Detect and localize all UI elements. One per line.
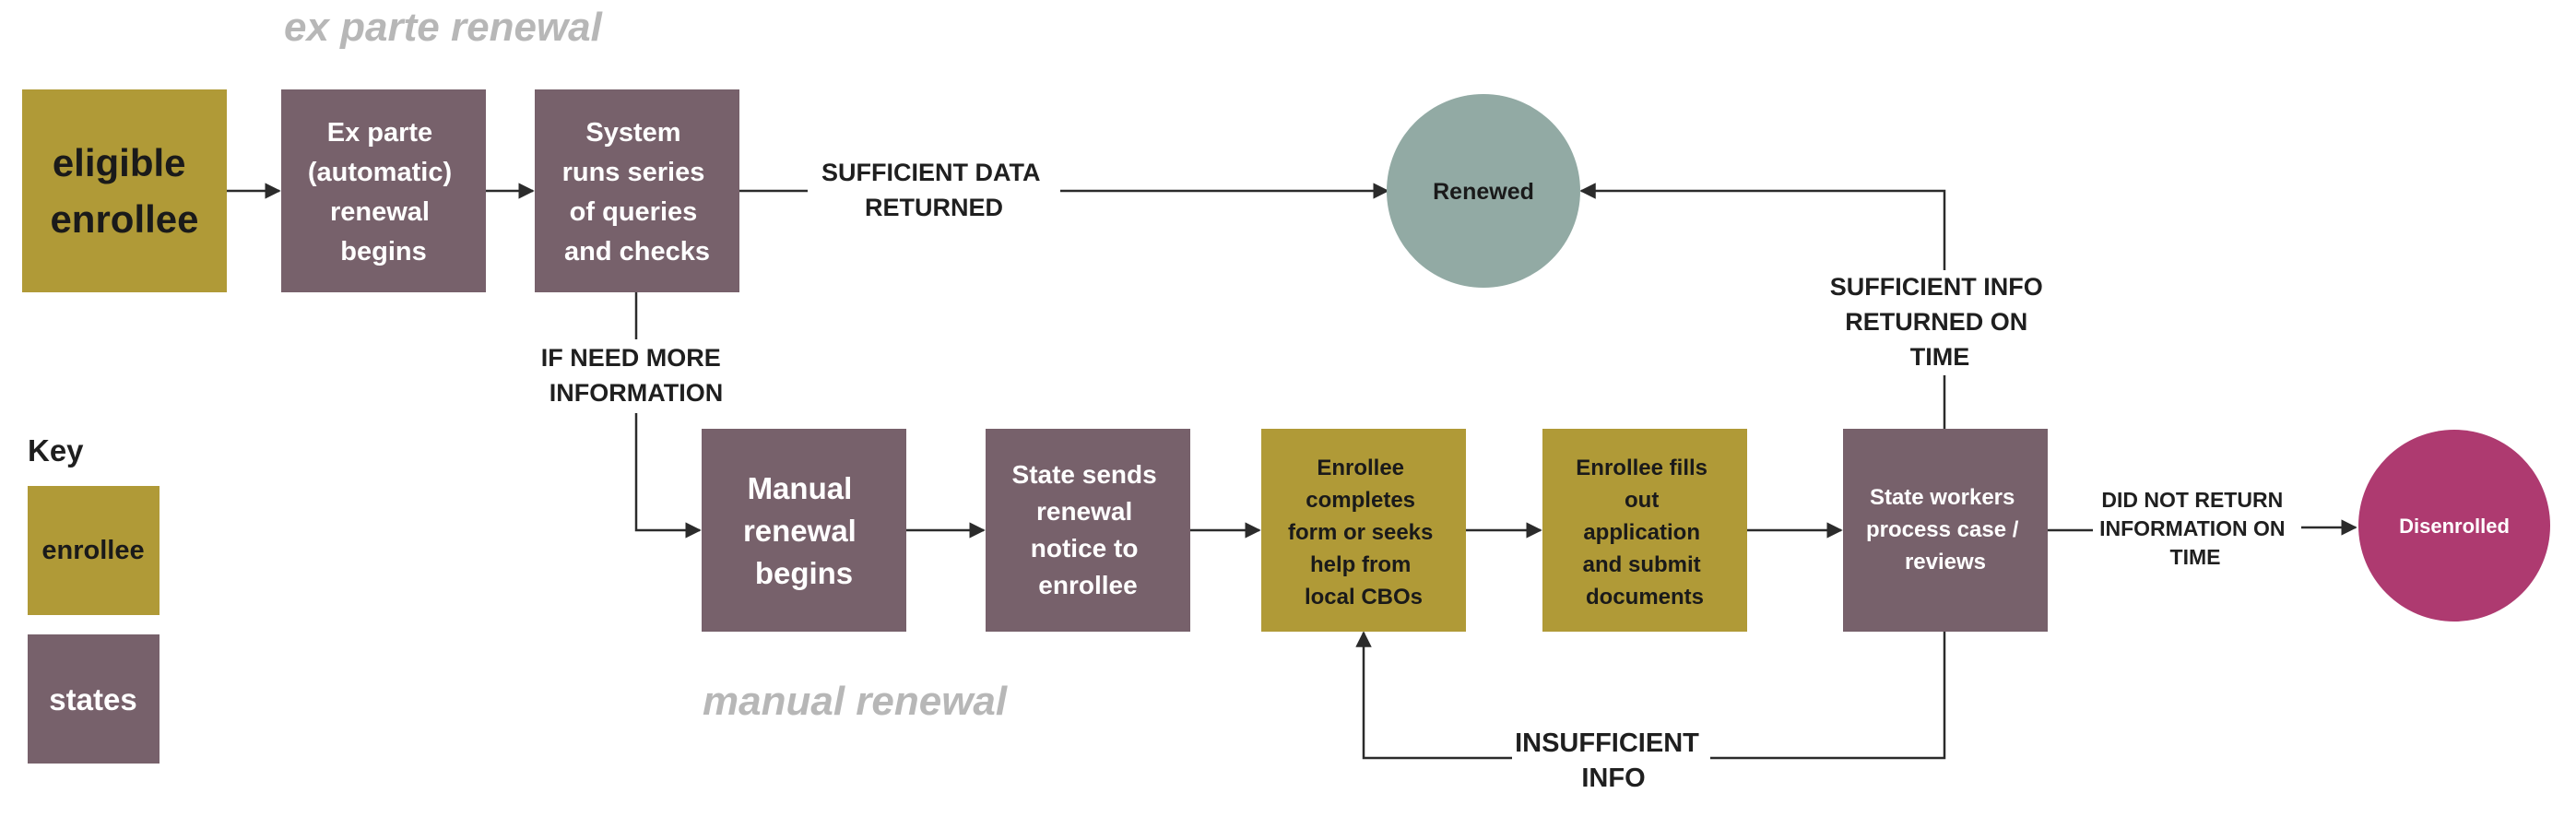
node-manual-line-3: begins [755,556,853,590]
node-manual-begins-label: Manual renewal begins [743,471,865,590]
edge-label-did-not-return: DID NOT RETURN INFORMATION ON TIME [2099,488,2291,569]
node-fills-line-1: Enrollee fills [1576,456,1707,480]
node-state-sends-label: State sends renewal notice to enrollee [1012,460,1164,599]
node-ex-parte-line-3: renewal [330,197,430,227]
node-ex-parte-line-4: begins [340,237,426,266]
node-system-line-1: System [585,118,680,148]
node-renewed-label: Renewed [1433,179,1534,205]
node-manual-line-2: renewal [743,514,857,548]
edge-label-did-not-return-2: INFORMATION ON [2099,516,2285,540]
node-state-sends-line-3: notice to [1031,534,1139,562]
edge-insufficient-b [1355,631,1512,760]
node-state-sends-line-2: renewal [1036,497,1132,526]
node-disenrolled-circle [2358,430,2550,622]
node-fills-line-5: documents [1586,585,1704,610]
node-fills-line-2: out [1625,488,1659,513]
node-system-queries-label: System runs series of queries and checks [562,118,713,266]
node-manual-line-1: Manual [748,471,853,505]
edge-label-sufficient-info-2: RETURNED ON [1845,308,2027,336]
node-completes-line-3: form or seeks [1288,520,1433,545]
node-workers-line-3: reviews [1905,550,1986,574]
legend-label-enrollee: enrollee [41,536,144,565]
node-state-workers: State workers process case / reviews [1843,429,2048,632]
node-renewed-circle [1387,94,1580,288]
node-eligible-line-1: eligible [53,141,186,184]
node-ex-parte-begins: Ex parte (automatic) renewal begins [281,89,486,292]
node-ex-parte-begins-box [281,89,486,292]
node-enrollee-completes-label: Enrollee completes form or seeks help fr… [1288,456,1439,610]
node-ex-parte-line-2: (automatic) [308,158,452,187]
legend: Key enrollee states [28,433,160,764]
section-title-ex-parte: ex parte renewal [284,5,603,50]
legend-title: Key [28,433,84,468]
node-enrollee-fills-box [1542,429,1747,632]
edge-workers-up-b [1579,183,1946,270]
node-disenrolled-label: Disenrolled [2399,515,2510,538]
edge-label-insufficient-1: INSUFFICIENT [1515,728,1699,758]
node-fills-line-4: and submit [1583,552,1701,577]
edge-label-sufficient-info: SUFFICIENT INFO RETURNED ON TIME [1830,273,2050,371]
node-completes-line-1: Enrollee [1317,456,1404,480]
edge-label-insufficient-2: INFO [1581,764,1645,793]
section-title-manual: manual renewal [703,679,1008,724]
node-renewed-line-1: Renewed [1433,179,1534,205]
node-state-workers-label: State workers process case / reviews [1866,485,2025,574]
edge-insufficient-a [1710,632,1946,760]
node-eligible-enrollee-label: eligible enrollee [50,141,198,241]
connectors [227,183,2357,760]
node-workers-line-2: process case / [1866,517,2019,542]
node-state-sends-line-1: State sends [1012,460,1157,489]
node-enrollee-completes: Enrollee completes form or seeks help fr… [1261,429,1466,632]
node-system-queries-box [535,89,739,292]
node-eligible-line-2: enrollee [50,197,198,241]
edge-system-down-b [634,413,702,539]
node-state-sends-line-4: enrollee [1038,571,1137,599]
node-ex-parte-begins-label: Ex parte (automatic) renewal begins [308,118,459,266]
node-manual-begins: Manual renewal begins [702,429,906,632]
node-state-sends: State sends renewal notice to enrollee [986,429,1190,632]
node-enrollee-fills: Enrollee fills out application and submi… [1542,429,1747,632]
edge-label-need-more: IF NEED MORE INFORMATION [541,344,728,407]
node-workers-line-1: State workers [1870,485,2015,510]
node-system-line-2: runs series [562,158,705,187]
legend-label-states: states [49,682,136,716]
edge-label-sufficient-data-2: RETURNED [865,194,1003,221]
node-ex-parte-line-1: Ex parte [327,118,432,148]
node-manual-begins-box [702,429,906,632]
node-disenrolled-line-1: Disenrolled [2399,515,2510,538]
node-eligible-enrollee-box [22,89,227,292]
edge-label-need-more-2: INFORMATION [549,379,723,407]
edge-label-insufficient: INSUFFICIENT INFO [1515,728,1707,793]
node-eligible-enrollee: eligible enrollee [22,89,227,292]
edge-label-sufficient-data: SUFFICIENT DATA RETURNED [821,159,1046,221]
node-system-line-3: of queries [570,197,698,227]
node-completes-line-5: local CBOs [1305,585,1423,610]
node-system-queries: System runs series of queries and checks [535,89,739,292]
node-renewed: Renewed [1387,94,1580,288]
legend-swatch-states [28,634,160,764]
edge-label-did-not-return-1: DID NOT RETURN [2101,488,2283,512]
edge-label-did-not-return-3: TIME [2170,545,2221,569]
edge-label-sufficient-info-3: TIME [1910,343,1970,371]
edge-label-need-more-1: IF NEED MORE [541,344,721,372]
edge-label-sufficient-data-1: SUFFICIENT DATA [821,159,1040,186]
node-system-line-4: and checks [564,237,710,266]
node-completes-line-2: completes [1306,488,1415,513]
node-fills-line-3: application [1583,520,1700,545]
node-completes-line-4: help from [1310,552,1411,577]
node-state-workers-box [1843,429,2048,632]
node-enrollee-fills-label: Enrollee fills out application and submi… [1576,456,1713,610]
node-state-sends-box [986,429,1190,632]
node-disenrolled: Disenrolled [2358,430,2550,622]
legend-swatch-enrollee [28,486,160,615]
node-enrollee-completes-box [1261,429,1466,632]
edge-label-sufficient-info-1: SUFFICIENT INFO [1830,273,2043,301]
